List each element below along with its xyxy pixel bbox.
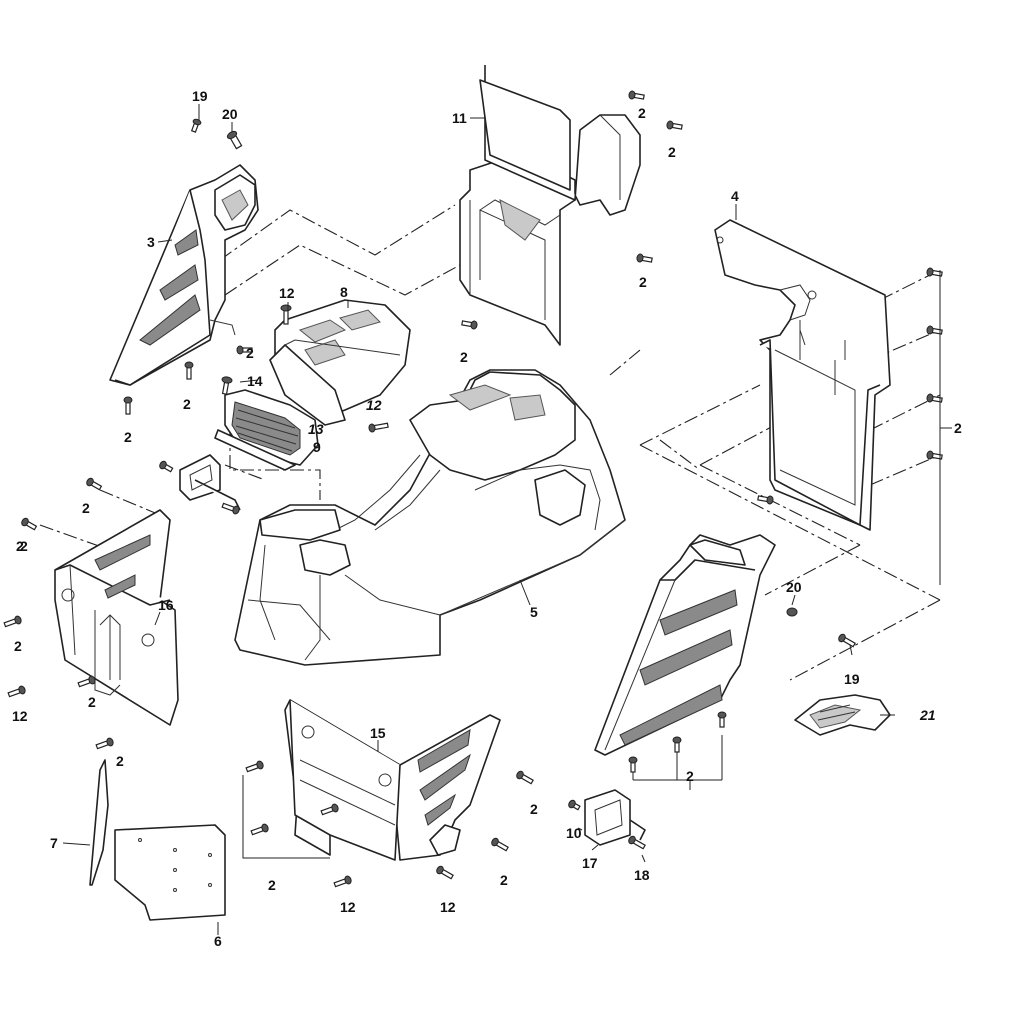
callout-20: 20 — [786, 579, 802, 595]
callout-2: 2 — [639, 274, 647, 290]
callout-2: 2 — [668, 144, 676, 160]
callout-15: 15 — [370, 725, 386, 741]
part-11-upper-panel — [459, 65, 641, 346]
callout-19: 19 — [192, 88, 208, 104]
callout-labels: 19 20 3 2 2 2 12 8 14 12 13 9 11 2 2 2 2… — [12, 88, 962, 949]
callout-10: 10 — [566, 825, 582, 841]
part-16-left-lower-panel — [54, 509, 179, 726]
part-9-grille — [214, 389, 319, 471]
callout-16: 16 — [158, 597, 174, 613]
callout-12: 12 — [440, 899, 456, 915]
callout-11: 11 — [452, 110, 467, 126]
callout-2: 2 — [88, 694, 96, 710]
part-3-left-side-panel — [109, 164, 259, 386]
callout-9: 9 — [313, 439, 321, 455]
part-7-strip — [89, 759, 109, 886]
callout-2: 2 — [183, 396, 191, 412]
callout-2: 2 — [20, 538, 28, 554]
callout-12: 12 — [279, 285, 295, 301]
callout-2: 2 — [638, 105, 646, 121]
part-21-small-cover — [794, 694, 891, 736]
callout-2: 2 — [460, 349, 468, 365]
part-5-main-body — [234, 369, 626, 666]
callout-2: 2 — [686, 768, 694, 784]
callout-12: 12 — [340, 899, 356, 915]
part-15-lower-center-panel — [284, 699, 501, 861]
part-6-sheet — [114, 824, 226, 921]
callout-12: 12 — [12, 708, 28, 724]
callout-3: 3 — [147, 234, 155, 250]
callout-2: 2 — [82, 500, 90, 516]
callout-7: 7 — [50, 835, 58, 851]
callout-17: 17 — [582, 855, 598, 871]
callout-2: 2 — [268, 877, 276, 893]
callout-20: 20 — [222, 106, 238, 122]
callout-4: 4 — [731, 188, 739, 204]
callout-19: 19 — [844, 671, 860, 687]
callout-2: 2 — [14, 638, 22, 654]
part-8-top-cover — [269, 299, 411, 426]
right-lower-side-panel — [594, 534, 776, 756]
callout-21: 21 — [919, 707, 936, 723]
callout-2: 2 — [116, 753, 124, 769]
screws — [3, 90, 943, 888]
callout-2: 2 — [16, 538, 24, 554]
leader-lines — [62, 104, 952, 935]
callout-2: 2 — [530, 801, 538, 817]
callout-2: 2 — [500, 872, 508, 888]
callout-2: 2 — [124, 429, 132, 445]
callout-18: 18 — [634, 867, 650, 883]
callout-2: 2 — [954, 420, 962, 436]
callout-12: 12 — [366, 397, 382, 413]
washer-20-right — [786, 607, 798, 617]
bracket-left — [179, 454, 241, 511]
part-4-right-panel — [714, 219, 891, 531]
callout-8: 8 — [340, 284, 348, 300]
callout-5: 5 — [530, 604, 538, 620]
part-17-bracket — [584, 789, 646, 846]
callout-2: 2 — [246, 345, 254, 361]
callout-6: 6 — [214, 933, 222, 949]
callout-13: 13 — [308, 421, 324, 437]
callout-14: 14 — [247, 373, 263, 389]
